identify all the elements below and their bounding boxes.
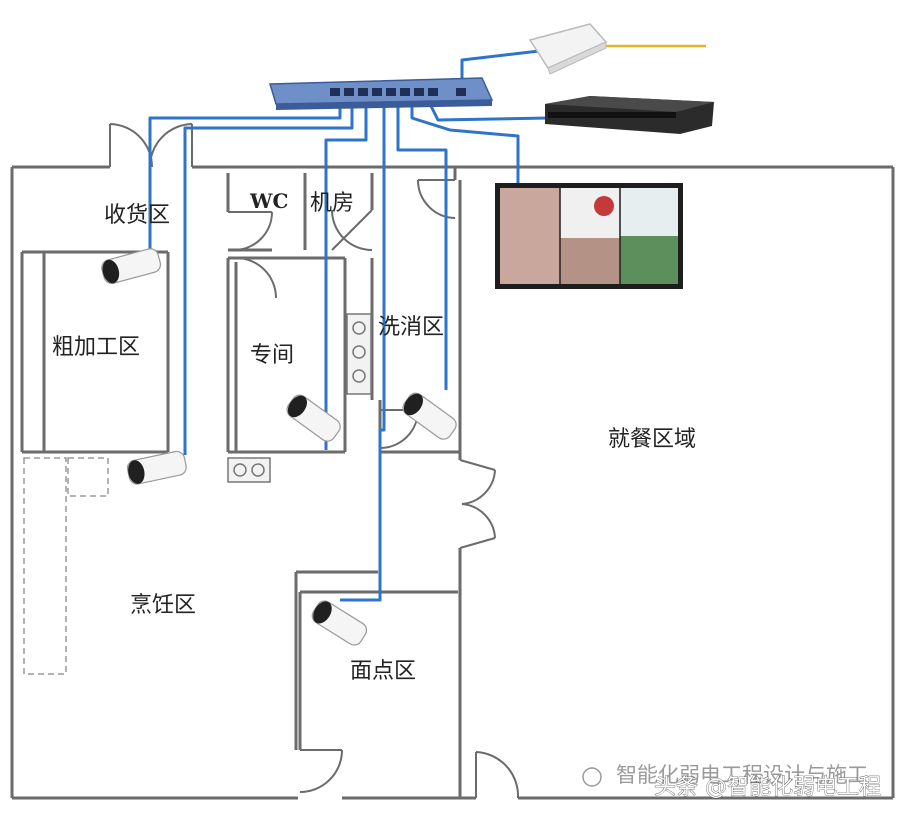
label-receiving: 收货区 [104,203,170,228]
router-icon [528,23,608,75]
label-machine-room: 机房 [310,191,354,216]
nvr-icon [545,96,714,134]
camera-icon-special [286,394,341,442]
camera-icon-rough-top [101,248,162,284]
camera-icon-rough-bottom [126,450,187,485]
label-dining: 就餐区域 [608,427,696,452]
label-washing: 洗消区 [378,315,444,340]
label-pastry: 面点区 [350,659,416,684]
camera-icon-washing [402,392,457,440]
label-special-room: 专间 [250,343,294,368]
watermark: 智能化弱电工程设计与施工 头条 @智能化弱电工程 [582,763,881,800]
monitor-icon [495,183,683,289]
camera-icon-pastry [311,600,368,646]
switch-icon [269,77,494,110]
label-cooking: 烹饪区 [130,593,196,618]
sink-fixtures [227,313,372,483]
watermark-front: 头条 @智能化弱电工程 [654,775,881,800]
watermark-behind: 智能化弱电工程设计与施工 [616,763,868,787]
wechat-icon [582,767,602,787]
label-rough-processing: 粗加工区 [52,335,140,360]
counter-outline [23,457,109,675]
label-wc: WC [249,189,288,213]
